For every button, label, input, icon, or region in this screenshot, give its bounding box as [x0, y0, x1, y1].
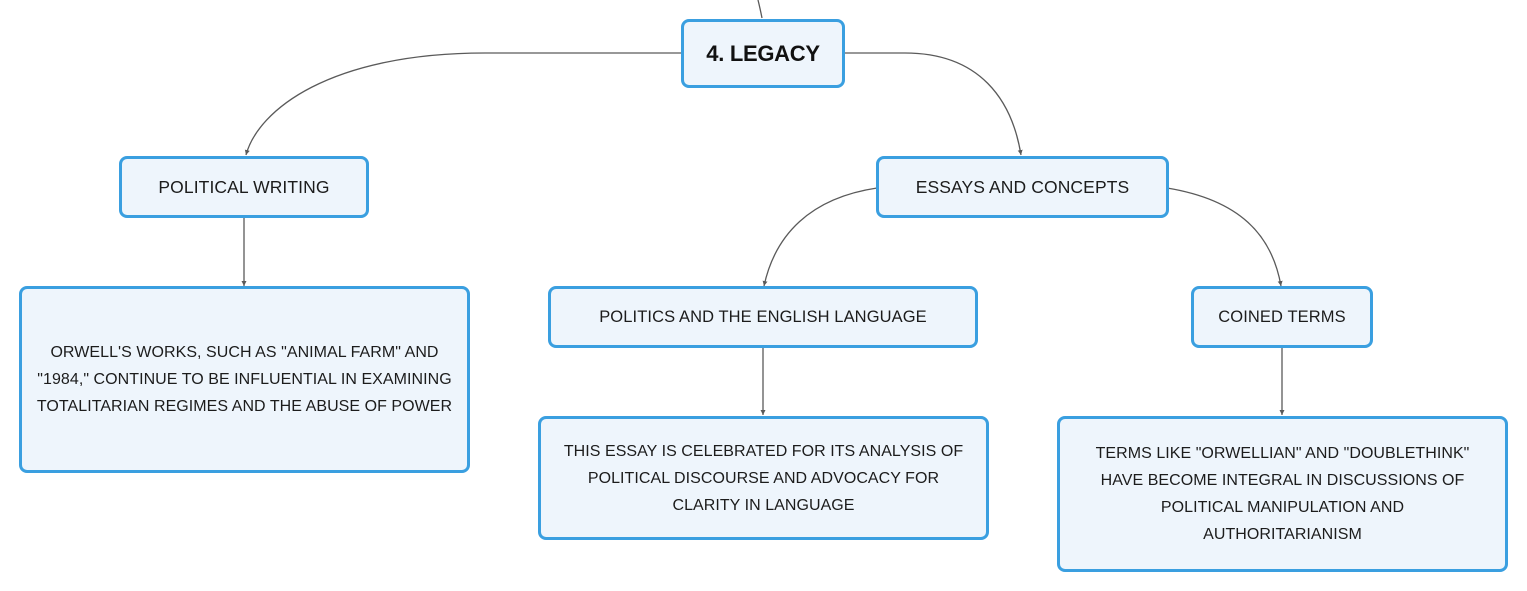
node-political-writing-detail-text: ORWELL'S WORKS, SUCH AS "ANIMAL FARM" AN… [36, 344, 453, 415]
node-essays-and-concepts-label: ESSAYS AND CONCEPTS [915, 176, 1130, 197]
node-coined-terms[interactable]: COINED TERMS [1191, 286, 1373, 348]
node-coined-terms-detail[interactable]: TERMS LIKE "ORWELLIAN" AND "DOUBLETHINK"… [1057, 416, 1508, 572]
root-node-legacy[interactable]: 4. LEGACY [681, 19, 845, 88]
node-politics-english-detail-text: THIS ESSAY IS CELEBRATED FOR ITS ANALYSI… [563, 442, 964, 514]
connector-root-to-political-writing [244, 52, 682, 156]
connector-essays-to-politics-english [762, 187, 878, 287]
node-political-writing[interactable]: POLITICAL WRITING [119, 156, 369, 218]
node-coined-terms-label: COINED TERMS [1218, 307, 1346, 326]
connector-root-to-essays-and-concepts [844, 52, 1023, 156]
node-politics-and-the-english-language[interactable]: POLITICS AND THE ENGLISH LANGUAGE [548, 286, 978, 348]
connector-essays-to-coined-terms [1166, 187, 1283, 287]
node-political-writing-detail[interactable]: ORWELL'S WORKS, SUCH AS "ANIMAL FARM" AN… [19, 286, 470, 473]
node-political-writing-label: POLITICAL WRITING [158, 176, 330, 197]
node-coined-terms-detail-text: TERMS LIKE "ORWELLIAN" AND "DOUBLETHINK"… [1095, 445, 1470, 543]
node-politics-english-label: POLITICS AND THE ENGLISH LANGUAGE [599, 307, 927, 326]
node-essays-and-concepts[interactable]: ESSAYS AND CONCEPTS [876, 156, 1169, 218]
root-node-label: 4. LEGACY [706, 40, 820, 66]
connector-parent-to-root [757, 0, 763, 19]
node-politics-english-detail[interactable]: THIS ESSAY IS CELEBRATED FOR ITS ANALYSI… [538, 416, 989, 540]
